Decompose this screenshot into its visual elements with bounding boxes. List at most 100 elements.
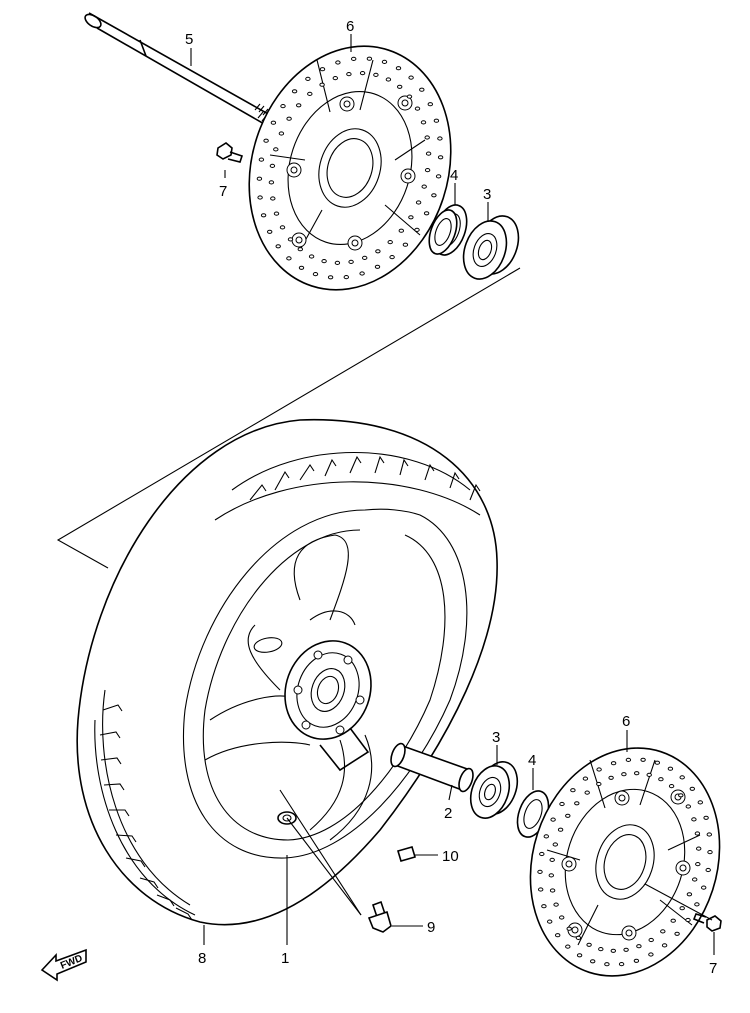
tread-mark: [449, 471, 460, 489]
disc-hole: [308, 254, 315, 259]
disc-hole: [273, 147, 279, 152]
disc-hole: [419, 87, 425, 92]
disc-hole: [703, 815, 709, 820]
callout-7-lower: 7: [709, 960, 717, 977]
disc-hole: [586, 942, 592, 947]
disc-hole: [273, 211, 280, 216]
disc-hole: [424, 168, 431, 173]
disc-hole: [385, 77, 392, 82]
lower-bearing: [469, 761, 519, 819]
disc-hole: [697, 800, 703, 805]
disc-hole: [373, 72, 379, 78]
disc-hole: [312, 272, 319, 277]
disc-hole: [278, 131, 285, 136]
tread-mark: [299, 464, 315, 481]
lower-brake-disc: [529, 747, 721, 977]
disc-hole: [557, 827, 564, 832]
disc-hole: [415, 200, 422, 205]
disc-hole: [334, 260, 341, 265]
disc-hole: [654, 760, 660, 765]
upper-brake-disc: [248, 45, 452, 291]
disc-hole: [305, 76, 311, 82]
disc-hole: [362, 255, 368, 260]
callout-7-upper: 7: [219, 183, 227, 200]
disc-hole: [381, 59, 388, 65]
disc-hole: [550, 817, 556, 822]
disc-hole: [402, 242, 409, 247]
disc-hole: [604, 962, 610, 967]
disc-hole: [279, 225, 286, 230]
disc-hole: [574, 801, 580, 806]
disc-hole: [537, 869, 543, 875]
tread-mark: [109, 809, 130, 817]
tire: [76, 419, 498, 926]
callout-10: 10: [442, 848, 459, 865]
tread-mark: [324, 458, 337, 477]
disc-hole: [270, 120, 277, 125]
disc-hole: [267, 229, 273, 234]
disc-hole: [543, 834, 549, 839]
disc-hole: [343, 275, 349, 280]
tread-mark: [249, 484, 267, 501]
disc-hole: [351, 56, 357, 62]
disc-hole: [348, 259, 354, 264]
disc-hole: [414, 106, 421, 111]
disc-hole: [389, 255, 395, 260]
callout-1: 1: [281, 950, 289, 967]
disc-hole: [435, 174, 442, 179]
disc-hole: [286, 256, 292, 261]
disc-hole: [258, 157, 265, 162]
disc-hole: [646, 772, 652, 778]
wheel-spokes: [204, 534, 373, 841]
callout-3-lower: 3: [492, 729, 500, 746]
disc-hole: [549, 857, 555, 863]
disc-hole: [633, 958, 640, 963]
disc-hole: [275, 244, 281, 249]
callout-5: 5: [185, 31, 193, 48]
disc-hole: [539, 851, 545, 857]
disc-hole: [268, 180, 275, 185]
disc-hole: [257, 195, 263, 200]
disc-hole: [263, 138, 269, 143]
disc-hole: [359, 71, 366, 76]
disc-hole: [695, 862, 701, 867]
callout-2: 2: [444, 805, 452, 822]
disc-hole: [692, 877, 698, 882]
fwd-label: FWD: [59, 953, 84, 972]
disc-hole: [685, 804, 691, 809]
tread-mark: [469, 483, 481, 501]
callout-8: 8: [198, 950, 206, 967]
disc-hole: [596, 767, 602, 772]
disc-hole: [661, 943, 668, 948]
tread-mark: [102, 704, 123, 712]
disc-hole: [610, 761, 617, 766]
disc-hole: [648, 952, 654, 957]
disc-hole: [559, 801, 565, 807]
disc-hole: [610, 948, 616, 953]
disc-hole: [596, 781, 602, 787]
disc-hole: [678, 793, 684, 798]
disc-hole: [421, 184, 427, 189]
upper-oil-seal: [428, 204, 468, 256]
disc-hole: [584, 790, 590, 795]
disc-hole: [287, 237, 294, 242]
disc-hole: [319, 82, 325, 87]
tread-mark: [175, 907, 193, 921]
tread-mark: [99, 731, 121, 739]
tread-mark: [125, 857, 146, 868]
separator-line: [56, 267, 521, 569]
disc-hole: [549, 888, 556, 893]
disc-hole: [634, 771, 640, 776]
disc-hole: [427, 102, 433, 107]
disc-hole: [297, 247, 303, 252]
disc-hole: [548, 873, 554, 878]
callout-labels: 5 6 7 4 3 6 3 4 2 10 9 1 8 7: [185, 18, 717, 977]
disc-hole: [408, 215, 414, 220]
balance-weight: [397, 846, 416, 862]
front-axle: [84, 12, 277, 127]
disc-hole: [420, 120, 427, 125]
tire-valve: [367, 900, 392, 933]
disc-hole: [608, 775, 614, 780]
tread-mark: [139, 877, 159, 889]
